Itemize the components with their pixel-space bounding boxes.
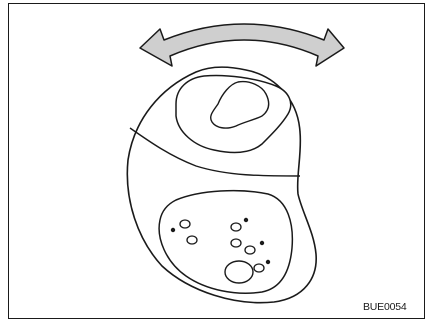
rotation-arrow [140, 24, 344, 66]
button-large [225, 261, 253, 283]
indicator-dot [266, 260, 270, 264]
indicator-dot [244, 218, 248, 222]
button-center [231, 239, 241, 247]
indicator-dot [171, 228, 175, 232]
button-lower-right [254, 264, 264, 272]
button-lower-left [187, 236, 197, 244]
button-middle-right [245, 246, 255, 254]
button-upper-right [231, 223, 241, 231]
indicator-dot [260, 241, 264, 245]
figure-code: BUE0054 [363, 301, 407, 313]
button-upper-left [180, 220, 190, 228]
